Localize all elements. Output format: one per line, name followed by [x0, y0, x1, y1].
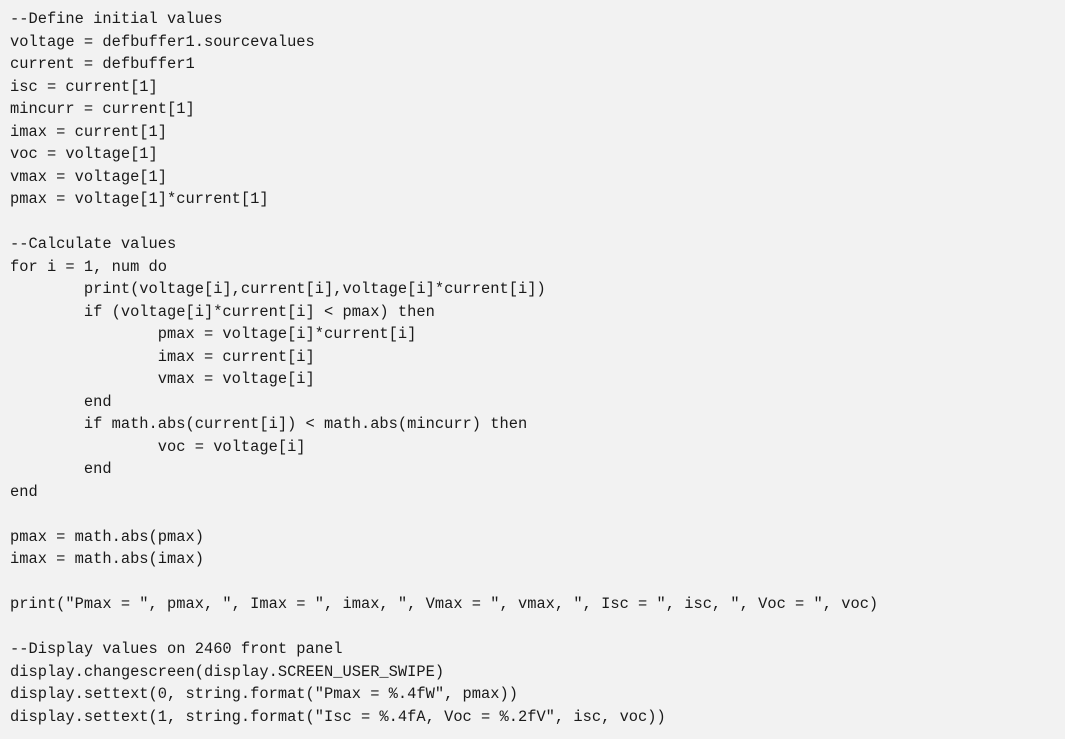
code-line: if (voltage[i]*current[i] < pmax) then: [10, 302, 435, 321]
code-line: display.settext(1, string.format("Isc = …: [10, 707, 666, 726]
code-line: pmax = math.abs(pmax): [10, 527, 204, 546]
code-line: end: [10, 460, 112, 478]
code-line: if math.abs(current[i]) < math.abs(mincu…: [10, 415, 528, 433]
code-line: voc = voltage[i]: [10, 437, 306, 456]
code-line: display.settext(0, string.format("Pmax =…: [10, 685, 518, 703]
code-line: --Define initial values: [10, 10, 223, 28]
code-line: print(voltage[i],current[i],voltage[i]*c…: [10, 280, 546, 298]
code-line: print("Pmax = ", pmax, ", Imax = ", imax…: [10, 595, 879, 613]
code-line-blank: [10, 211, 1065, 234]
code-line: end: [10, 392, 112, 411]
code-line: vmax = voltage[i]: [10, 370, 315, 388]
code-line: --Display values on 2460 front panel: [10, 640, 343, 658]
code-line: for i = 1, num do: [10, 257, 168, 276]
code-line: isc = current[1]: [10, 77, 158, 96]
code-line: vmax = voltage[1]: [10, 167, 168, 186]
code-line: imax = current[i]: [10, 347, 315, 366]
code-line: voltage = defbuffer1.sourcevalues: [10, 32, 315, 51]
code-line-blank: [10, 616, 1065, 639]
code-line: imax = current[1]: [10, 122, 168, 141]
code-line: imax = math.abs(imax): [10, 550, 204, 568]
code-line-blank: [10, 503, 1065, 526]
code-line-blank: [10, 571, 1065, 594]
code-line: display.changescreen(display.SCREEN_USER…: [10, 662, 445, 681]
code-line: end: [10, 482, 38, 501]
code-line: voc = voltage[1]: [10, 145, 158, 163]
code-line: --Calculate values: [10, 235, 177, 253]
code-line: pmax = voltage[1]*current[1]: [10, 190, 269, 208]
code-line: current = defbuffer1: [10, 55, 195, 73]
code-line: pmax = voltage[i]*current[i]: [10, 325, 417, 343]
code-line: mincurr = current[1]: [10, 100, 195, 118]
